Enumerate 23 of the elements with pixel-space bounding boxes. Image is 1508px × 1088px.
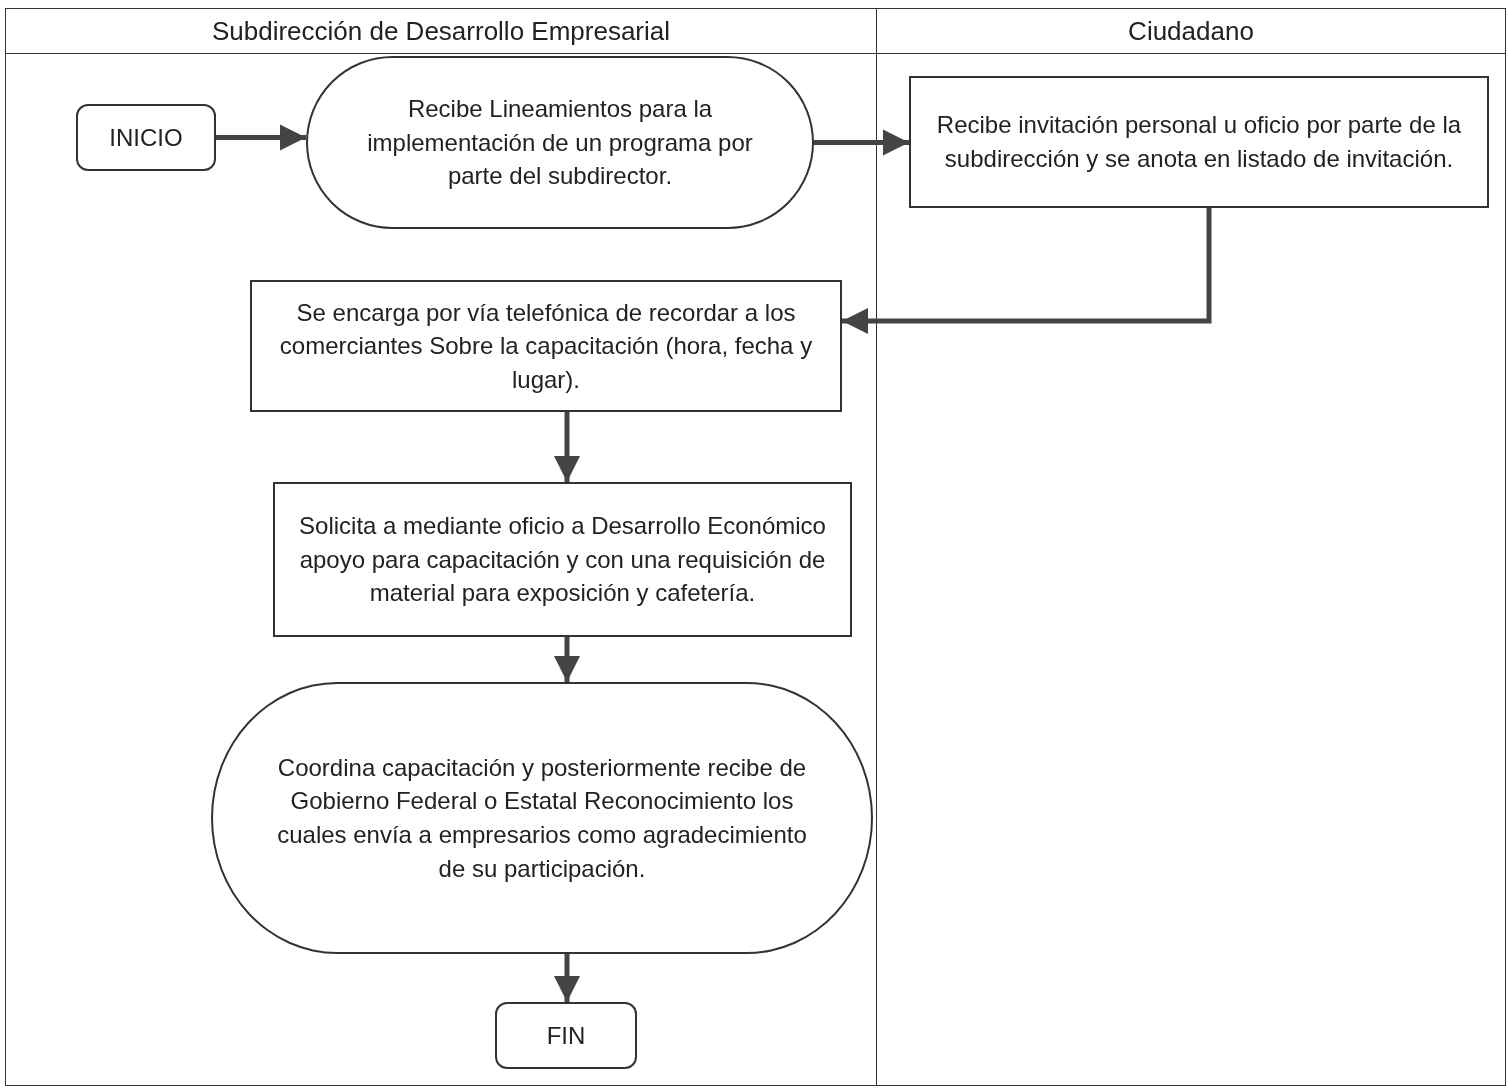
arrow [554,637,580,682]
process-box [273,482,852,637]
node-text: FIN [546,1020,586,1051]
arrow [554,954,580,1002]
arrow [554,412,580,482]
terminal-box [76,104,216,171]
lane-heading: Ciudadano [1128,15,1254,47]
node-text: Se encarga por vía telefónica de recordar a los comerciantes Sobre la capacitación (hora, fecha y lugar). [278,297,814,395]
rounded-process-box [211,682,873,954]
lane-heading: Subdirección de Desarrollo Empresarial [211,15,671,47]
swimlane [5,8,877,1086]
node-text: Coordina capacitación y posteriormente recibe de Gobierno Federal o Estatal Reconocimiento los cuales envía a empresarios como agradecimiento de su participación. [276,752,808,884]
node-text: Solicita a mediante oficio a Desarrollo Económico apoyo para capacitación y con una requisición de material para exposición y cafetería. [298,511,827,609]
swimlane [876,8,1506,1086]
terminal-box [495,1002,637,1069]
node-text: Recibe invitación personal u oficio por parte de la subdirección y se anota en listado de invitación. [935,110,1463,174]
arrow [842,208,1212,334]
process-box [909,76,1489,208]
process-box [250,280,842,412]
node-text: Recibe Lineamientos para la implementación de un programa por parte del subdirector. [366,94,754,192]
arrow [216,124,306,151]
arrow [814,129,909,156]
node-text: INICIO [109,122,183,153]
